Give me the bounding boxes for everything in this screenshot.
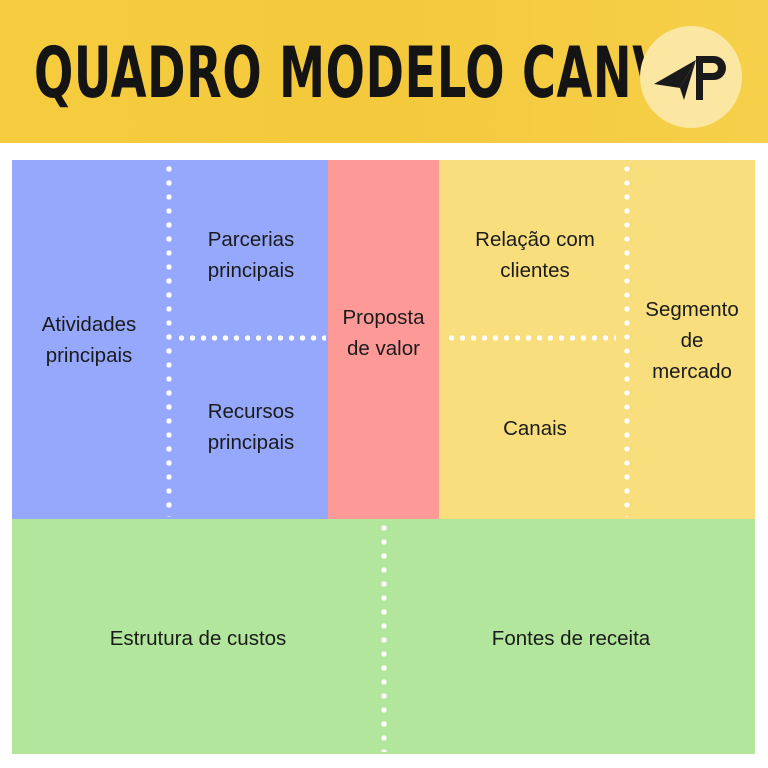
red-block [328, 160, 439, 519]
canais-label: Canais [503, 416, 567, 440]
logo [640, 26, 742, 128]
parcerias-principais-label: Parcerias principais [207, 228, 295, 282]
divider-blue-horizontal [176, 335, 326, 341]
fontes-de-receita-label: Fontes de receita [491, 626, 651, 650]
segmento-de-mercado-label: Segmento de mercado [645, 297, 739, 383]
proposta-de-valor-label: Proposta de valor [342, 306, 425, 360]
relacao-com-clientes-label: Relação com clientes [475, 228, 595, 282]
recursos-principais-label: Recursos principais [207, 400, 295, 454]
divider-blue-vertical [166, 162, 172, 517]
estrutura-de-custos-label: Estrutura de custos [109, 626, 287, 650]
atividades-principais-label: Atividades principais [41, 313, 137, 367]
divider-green-vertical [381, 521, 387, 752]
paper-plane-icon [654, 56, 726, 100]
divider-yellow-horizontal [446, 335, 616, 341]
page-title: QUADRO MODELO CANVAS [34, 32, 736, 114]
header-banner: QUADRO MODELO CANVAS [0, 0, 768, 143]
divider-yellow-vertical [624, 162, 630, 517]
